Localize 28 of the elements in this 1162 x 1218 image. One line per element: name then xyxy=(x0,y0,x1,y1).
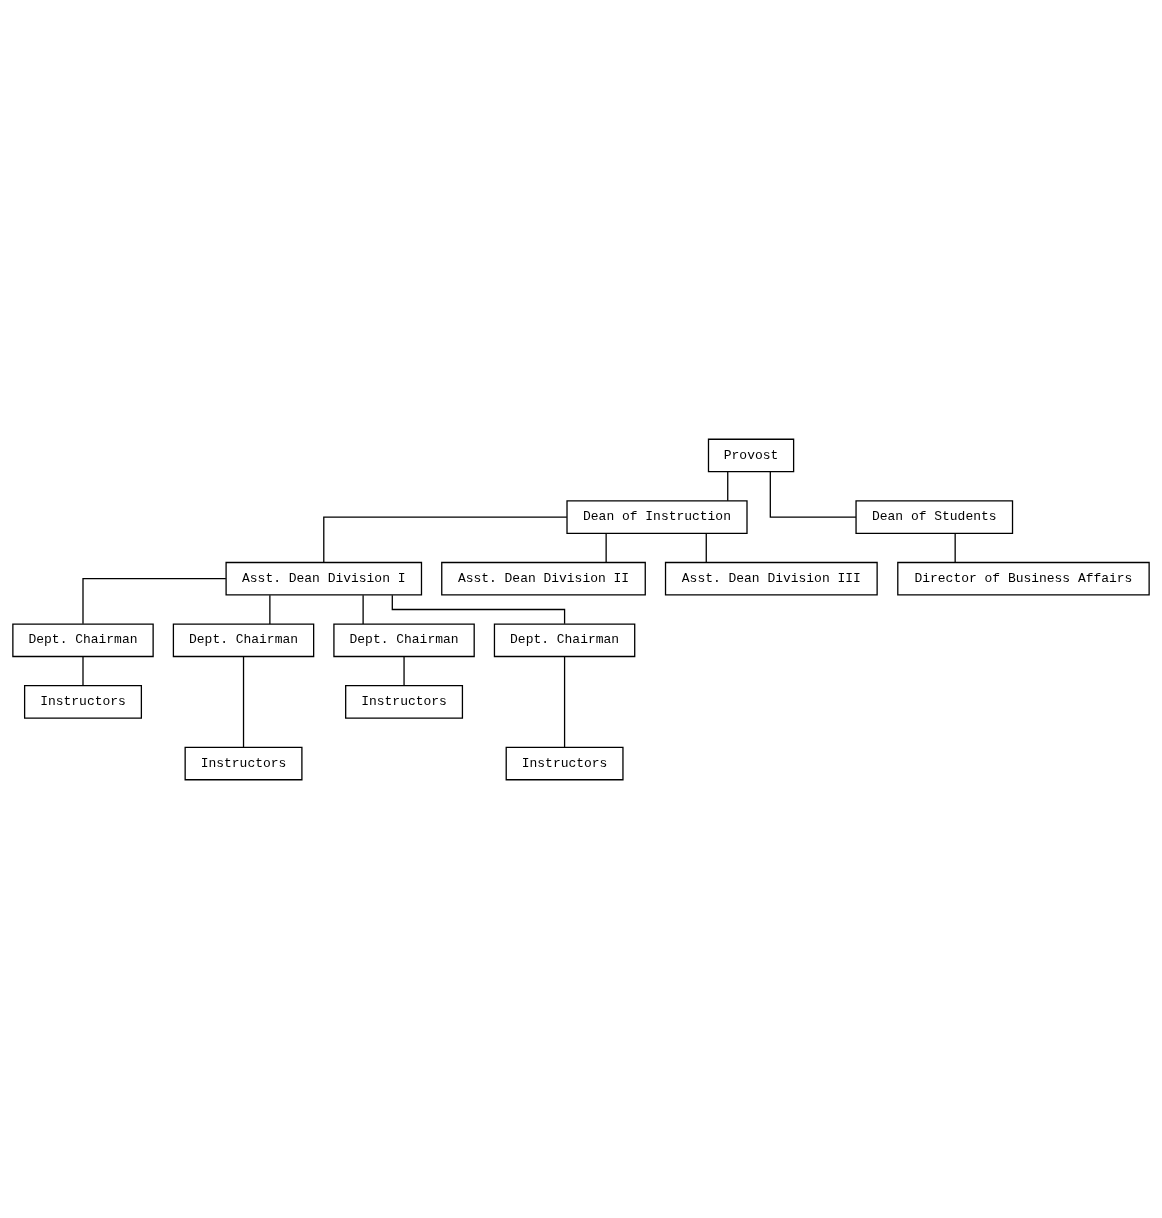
connector xyxy=(954,532,956,563)
node-box: Dept. Chairman xyxy=(12,622,154,657)
connector xyxy=(82,655,84,686)
connector xyxy=(769,470,857,518)
node-box: Asst. Dean Division I xyxy=(225,561,423,596)
connector xyxy=(403,655,405,686)
node-box: Dean of Instruction xyxy=(566,499,748,534)
connector xyxy=(563,655,566,748)
node-box: Director of Business Affairs xyxy=(897,561,1150,596)
connector xyxy=(605,532,607,563)
connector xyxy=(362,594,364,625)
connector xyxy=(242,655,245,748)
node-box: Dept. Chairman xyxy=(172,622,315,657)
node-box: Asst. Dean Division III xyxy=(664,561,878,596)
node-box: Dept. Chairman xyxy=(333,622,475,657)
node-box: Dept. Chairman xyxy=(493,622,636,657)
connector xyxy=(727,470,729,501)
node-box: Instructors xyxy=(23,684,142,719)
node-box: Provost xyxy=(707,438,795,472)
connector xyxy=(323,515,568,563)
connector xyxy=(269,594,271,625)
node-box: Instructors xyxy=(345,684,464,719)
node-box: Dean of Students xyxy=(855,499,1014,534)
node-box: Instructors xyxy=(184,746,303,780)
connector xyxy=(82,577,227,624)
node-box: Asst. Dean Division II xyxy=(441,561,646,596)
connector xyxy=(705,532,707,563)
node-box: Instructors xyxy=(505,746,624,780)
